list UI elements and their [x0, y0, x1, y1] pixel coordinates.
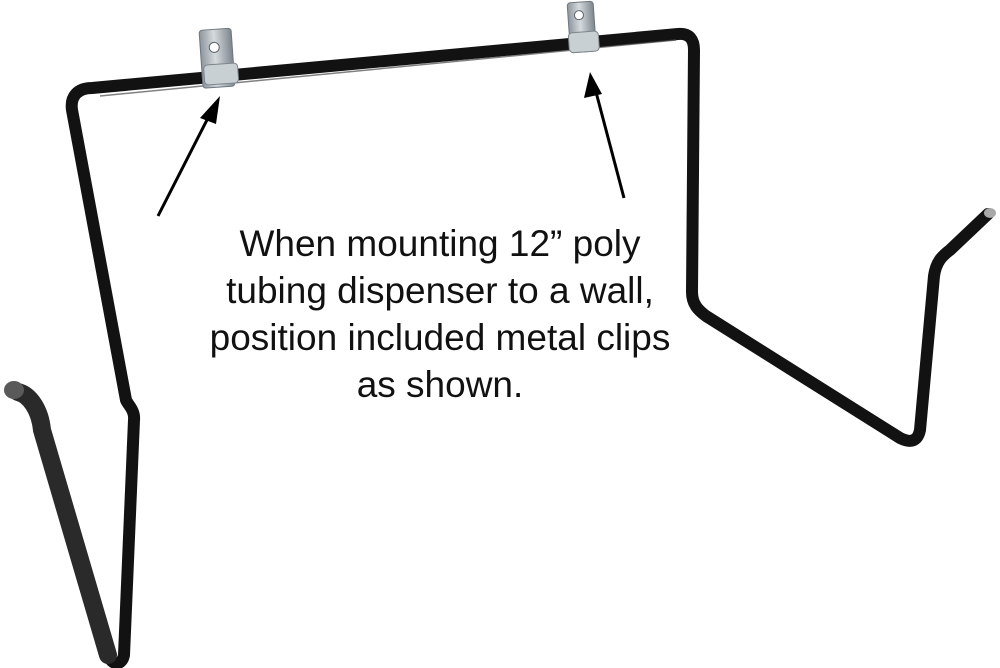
arrow-to-left-clip-icon — [156, 96, 220, 217]
metal-clip-right — [566, 0, 600, 54]
caption-line: tubing dispenser to a wall, — [226, 270, 654, 311]
caption-line: position included metal clips — [209, 317, 671, 358]
metal-clip-left — [198, 27, 240, 89]
caption-line: as shown. — [356, 364, 524, 405]
mounting-instructions: When mounting 12” poly tubing dispenser … — [200, 220, 680, 408]
left-tube-end-icon — [4, 381, 24, 399]
right-tube-end-icon — [984, 208, 996, 218]
arrow-to-right-clip-icon — [584, 72, 626, 199]
caption-line: When mounting 12” poly — [239, 223, 641, 264]
wire-bracket — [4, 27, 996, 668]
